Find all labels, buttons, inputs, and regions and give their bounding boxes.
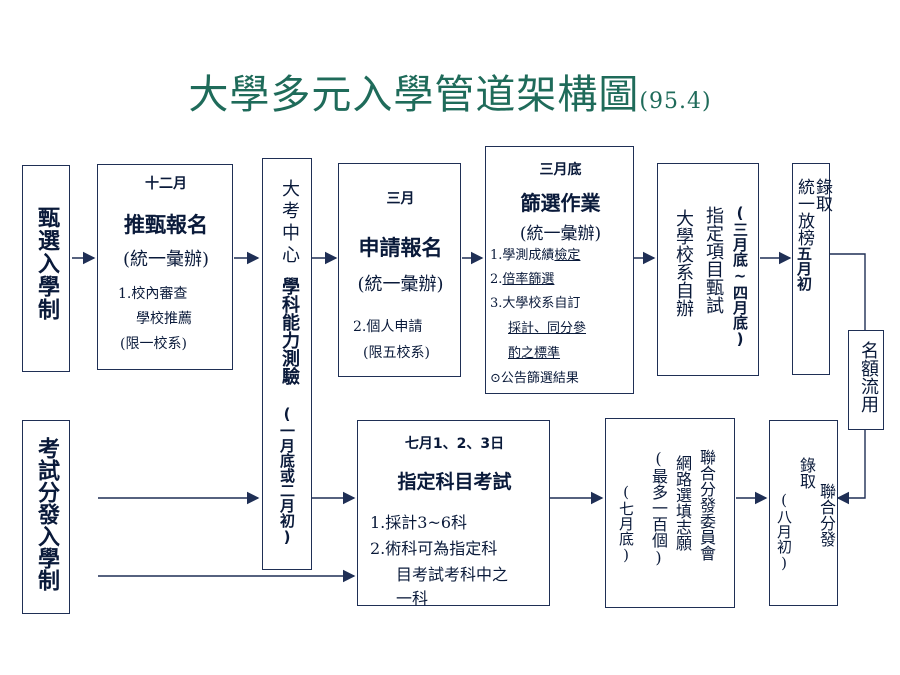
apply-month: 三月 — [386, 191, 415, 207]
ceec-exam: 學科能力測驗 — [279, 277, 300, 385]
designated-heading: 指定科目考試 — [397, 471, 512, 493]
screen-month: 三月底 — [539, 162, 582, 178]
track-exam-box: 考試分發入學制 — [22, 420, 70, 614]
recommend-line1: 1.校內審查 — [118, 286, 188, 302]
ceec-label: 大考中心 — [279, 179, 300, 267]
quota-box: 名額流用 — [848, 330, 884, 430]
admit2-col1: 聯合分發 — [817, 483, 836, 547]
admit1-box: 統一放榜五月初 錄取 — [792, 163, 832, 375]
admit2-col2: 錄取 — [797, 457, 816, 489]
screen-item3-line3: 酌之標準 — [508, 346, 561, 361]
committee-col3: (最多一百個) — [649, 449, 668, 567]
screen-item3-line2: 採計、同分參 — [508, 321, 587, 336]
screen-sub: (統一彙辦) — [519, 224, 602, 244]
designated-line3: 目考試考科中之 — [396, 565, 509, 584]
screen-item4: ⊙公告篩選結果 — [490, 371, 579, 386]
screen-heading: 篩選作業 — [520, 191, 601, 215]
ceec-box: 大考中心 學科能力測驗 (一月底或二月初) — [262, 158, 312, 570]
track-selection-label: 甄選入學制 — [34, 206, 59, 321]
apply-line1: 2.個人申請 — [353, 319, 423, 335]
apply-line2: (限五校系) — [363, 345, 430, 361]
designated-line4: 一科 — [396, 589, 429, 608]
quota-label: 名額流用 — [858, 341, 879, 413]
track-selection-box: 甄選入學制 — [22, 165, 70, 372]
designated-line2: 2.術科可為指定科 — [370, 539, 498, 558]
univ-col-left: 大學校系自辦 — [673, 209, 694, 317]
screen-item2: 2.倍率篩選 — [490, 272, 555, 287]
apply-heading: 申請報名 — [358, 236, 443, 260]
committee-col1: 聯合分發委員會 — [697, 449, 716, 561]
screen-item1: 1.學測成績檢定 — [490, 248, 581, 263]
designated-box: 七月1、2、3日 指定科目考試 1.採計3~6科 2.術科可為指定科 目考試考科… — [357, 420, 550, 608]
apply-box: 三月 申請報名 (統一彙辦) 2.個人申請 (限五校系) — [338, 163, 461, 377]
recommend-box: 十二月 推甄報名 (統一彙辦) 1.校內審查 學校推薦 (限一校系) — [97, 164, 233, 370]
ceec-date: (一月底或二月初) — [278, 405, 296, 546]
line-admit1-to-quota — [830, 253, 866, 330]
recommend-line3: (限一校系) — [120, 336, 187, 352]
diagram-title: 大學多元入學管道架構圖(95.4) — [188, 72, 712, 118]
recommend-sub: (統一彙辦) — [122, 249, 210, 270]
arrow-quota-to-admit2 — [836, 430, 866, 505]
track-exam-label: 考試分發入學制 — [34, 437, 59, 591]
univ-col-mid: 指定項目甄試 — [703, 206, 724, 314]
admit2-box: (八月初) 錄取 聯合分發 — [769, 420, 838, 606]
recommend-heading: 推甄報名 — [124, 213, 208, 237]
admit2-col3: (八月初) — [775, 491, 793, 572]
univ-col-right: (三月底~四月底) — [731, 204, 749, 348]
recommend-line2: 學校推薦 — [136, 311, 192, 327]
designated-line1: 1.採計3~6科 — [370, 513, 468, 532]
committee-col4: (七月底) — [617, 483, 635, 564]
screen-box: 三月底 篩選作業 (統一彙辦) 1.學測成績檢定 2.倍率篩選 3.大學校系自訂… — [485, 146, 634, 394]
committee-box: (七月底) (最多一百個) 網路選填志願 聯合分發委員會 — [605, 418, 735, 608]
committee-col2: 網路選填志願 — [673, 455, 692, 551]
recommend-month: 十二月 — [145, 176, 187, 192]
title-suffix: (95.4) — [639, 89, 712, 114]
admit1-col-right-a: 統一放榜五月初 — [794, 178, 814, 291]
screen-item3-line1: 3.大學校系自訂 — [490, 296, 581, 311]
designated-date: 七月1、2、3日 — [404, 436, 505, 452]
apply-sub: (統一彙辦) — [357, 274, 444, 295]
admit1-col-left: 錄取 — [812, 178, 832, 212]
univ-box: 大學校系自辦 指定項目甄試 (三月底~四月底) — [657, 163, 759, 376]
